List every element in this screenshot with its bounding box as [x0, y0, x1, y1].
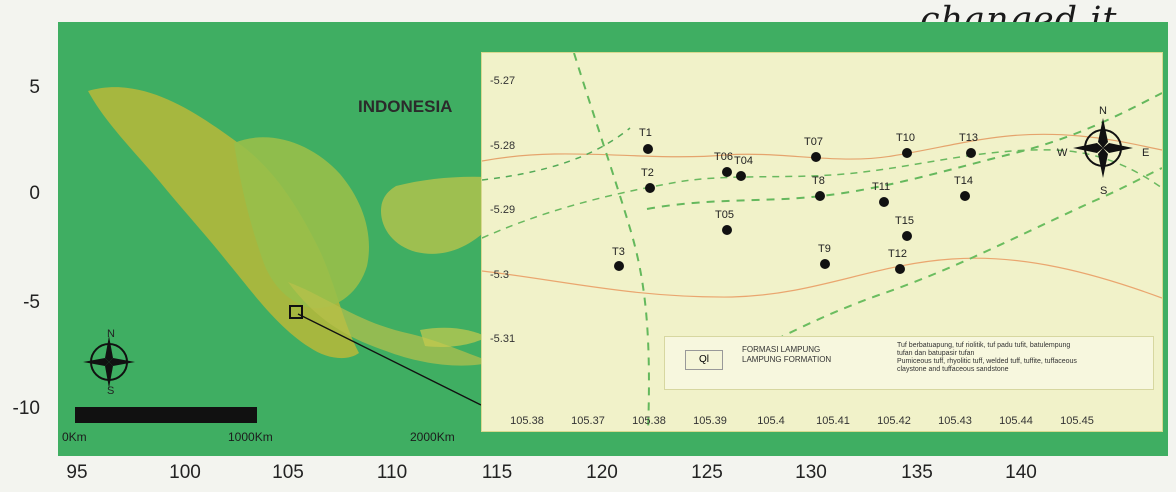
legend-description-1: Tuf berbatuapung, tuf riolitik, tuf padu… [897, 342, 1071, 349]
inset-xtick-3: 105.38 [632, 415, 666, 427]
sample-point-t3 [614, 261, 624, 271]
legend: Ql FORMASI LAMPUNG LAMPUNG FORMATION Tuf… [664, 336, 1154, 390]
inset-ytick-527: -5.27 [490, 75, 516, 87]
inset-xtick-9: 105.44 [999, 415, 1033, 427]
legend-description: Tuf berbatuapung, tuf riolitik, tuf padu… [897, 342, 1147, 374]
bottom-tick-125: 125 [691, 462, 723, 483]
inset-xtick-5: 105.4 [757, 415, 785, 427]
sample-point-t05 [722, 225, 732, 235]
sample-label-t11: T11 [872, 181, 891, 193]
sample-point-t12 [895, 264, 905, 274]
legend-title-2: LAMPUNG FORMATION [742, 355, 832, 364]
inset-ytick-531: -5.31 [490, 333, 516, 345]
sample-point-t10 [902, 148, 912, 158]
country-label: INDONESIA [358, 97, 453, 116]
legend-description-3: Pumiceous tuff, rhyolitic tuff, welded t… [897, 358, 1077, 365]
sample-point-t2 [645, 183, 655, 193]
scale-bar [75, 407, 257, 423]
compass-rose-icon [83, 336, 135, 388]
bottom-tick-140: 140 [1005, 462, 1037, 483]
sample-label-t06: T06 [714, 151, 733, 163]
inset-compass-n: N [1099, 105, 1107, 117]
inset-compass-e: E [1142, 147, 1150, 159]
bottom-tick-100: 100 [169, 462, 201, 483]
inset-compass-w: W [1057, 147, 1068, 159]
sample-label-t2: T2 [641, 167, 654, 179]
left-tick-0: 0 [29, 183, 40, 204]
sample-point-t04 [736, 171, 746, 181]
left-tick-minus10: -10 [12, 398, 40, 419]
study-area-box [289, 305, 303, 319]
legend-description-2: tufan dan batupasir tufan [897, 350, 975, 357]
bottom-tick-120: 120 [586, 462, 618, 483]
legend-code-box: Ql [685, 350, 723, 370]
sample-label-t05: T05 [715, 209, 734, 221]
inset-xtick-1: 105.38 [510, 415, 544, 427]
bottom-tick-110: 110 [376, 462, 408, 483]
left-compass-n: N [107, 328, 115, 340]
legend-title-1: FORMASI LAMPUNG [742, 345, 821, 354]
sample-label-t9: T9 [818, 243, 831, 255]
inset-ytick-53: -5.3 [490, 269, 509, 281]
inset-ytick-528: -5.28 [490, 140, 516, 152]
inset-xtick-4: 105.39 [693, 415, 727, 427]
scale-label-0: 0Km [62, 430, 87, 444]
inset-xtick-6: 105.41 [816, 415, 850, 427]
scale-label-1000: 1000Km [228, 430, 273, 444]
sample-point-t11 [879, 197, 889, 207]
inset-xtick-10: 105.45 [1060, 415, 1094, 427]
scale-label-2000: 2000Km [410, 430, 455, 444]
sample-label-t3: T3 [612, 246, 625, 258]
sample-label-t1: T1 [639, 127, 652, 139]
bottom-tick-105: 105 [272, 462, 304, 483]
sample-point-t07 [811, 152, 821, 162]
sample-label-t07: T07 [804, 136, 823, 148]
sample-label-t14: T14 [954, 175, 973, 187]
inset-xtick-8: 105.43 [938, 415, 972, 427]
sample-point-t13 [966, 148, 976, 158]
bottom-tick-115: 115 [481, 462, 513, 483]
sample-label-t04: T04 [734, 155, 753, 167]
bottom-tick-135: 135 [901, 462, 933, 483]
sample-label-t12: T12 [888, 248, 907, 260]
leader-line [297, 313, 482, 406]
left-compass-s: S [107, 385, 115, 397]
left-tick-minus5: -5 [23, 292, 40, 313]
sample-label-t13: T13 [959, 132, 978, 144]
inset-compass-s: S [1100, 185, 1108, 197]
bottom-tick-130: 130 [795, 462, 827, 483]
sample-point-t15 [902, 231, 912, 241]
left-tick-5: 5 [29, 77, 40, 98]
legend-description-4: claystone and tuffaceous sandstone [897, 366, 1009, 373]
inset-compass-icon [1073, 118, 1133, 178]
sample-label-t15: T15 [895, 215, 914, 227]
bottom-tick-95: 95 [66, 462, 88, 483]
sample-label-t8: T8 [812, 175, 825, 187]
sample-point-t14 [960, 191, 970, 201]
sample-point-t9 [820, 259, 830, 269]
inset-map-drawing [481, 52, 1163, 432]
sample-point-t8 [815, 191, 825, 201]
sample-point-t1 [643, 144, 653, 154]
land-layer [88, 87, 553, 366]
inset-xtick-7: 105.42 [877, 415, 911, 427]
inset-ytick-529: -5.29 [490, 204, 516, 216]
sample-label-t10: T10 [896, 132, 915, 144]
inset-map: -5.27 -5.28 -5.29 -5.3 -5.31 105.38 105.… [481, 52, 1163, 432]
sample-point-t06 [722, 167, 732, 177]
inset-xtick-2: 105.37 [571, 415, 605, 427]
